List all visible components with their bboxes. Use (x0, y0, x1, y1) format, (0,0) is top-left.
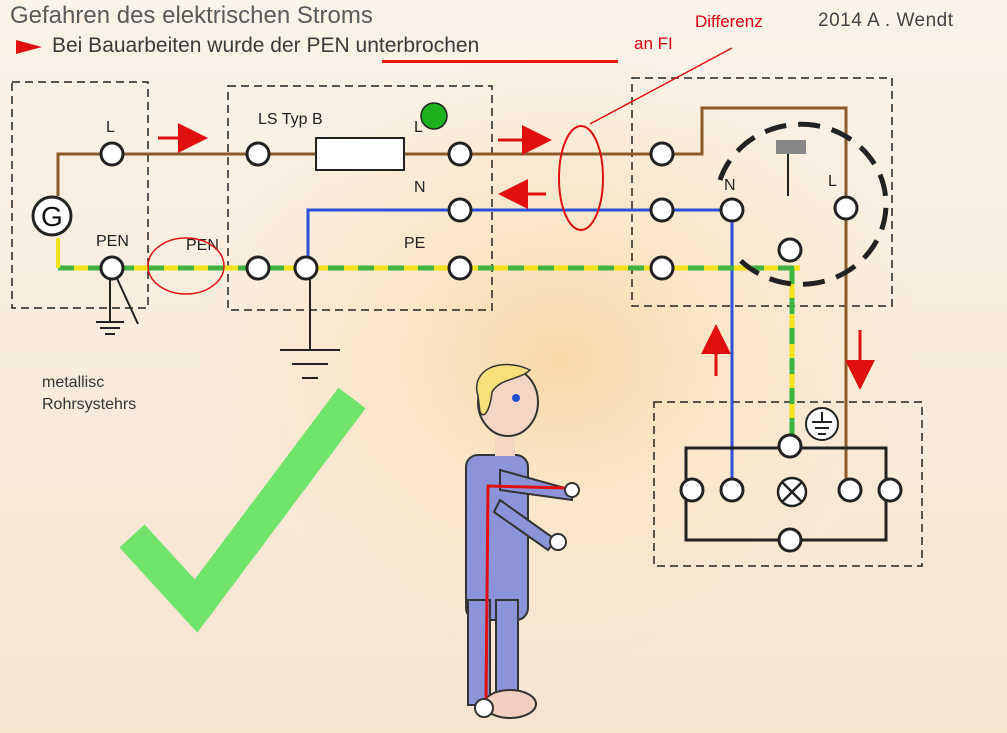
metal-pipe-label: metallisc Rohrsystehrs (42, 372, 136, 416)
person-figure (465, 363, 580, 719)
break-label-pen: PEN (186, 237, 219, 254)
fuse-ls (315, 137, 405, 171)
pen-break-marker (147, 237, 225, 295)
arrow-right-icon (16, 40, 42, 54)
fi-label: an FI (634, 34, 673, 53)
load-label-n: N (724, 177, 736, 194)
dist-label-l: L (414, 119, 423, 136)
neutral-wire (306, 208, 734, 490)
gen-label-l: L (106, 119, 115, 136)
generator-box (11, 81, 149, 309)
subtitle-underline (382, 60, 618, 63)
generator-symbol (31, 195, 73, 237)
ls-label: LS Typ B (258, 111, 323, 128)
checkmark-icon (119, 387, 366, 633)
author-label: 2014 A . Wendt (818, 10, 954, 31)
socket-box (653, 401, 923, 567)
subtitle-prefix: Bei Bauarbeiten wurde der (52, 34, 307, 57)
ground-icon (280, 268, 340, 379)
lamp-icon (776, 476, 808, 508)
metal-line-1: metallisc (42, 374, 105, 391)
dist-label-pe: PE (404, 235, 425, 252)
load-label-l: L (828, 173, 837, 190)
subtitle: Bei Bauarbeiten wurde der PEN unterbroch… (52, 34, 479, 58)
differenz-pointer (589, 47, 733, 125)
load-junction-box (631, 77, 893, 307)
generator-label: G (41, 201, 63, 232)
phase-wire (56, 106, 848, 480)
load-dashed-ring (717, 121, 889, 287)
terminals (99, 141, 903, 553)
distribution-box (227, 85, 493, 311)
differenz-label: Differenz (695, 12, 763, 31)
subtitle-highlight: PEN unterbrochen (306, 34, 480, 57)
load-cap (776, 140, 806, 154)
arrow-right-icon (158, 123, 875, 390)
differenz-marker (558, 125, 604, 231)
status-led (420, 102, 448, 130)
page-title: Gefahren des elektrischen Stroms (10, 2, 373, 29)
metal-line-2: Rohrsystehrs (42, 396, 137, 413)
earth-symbol-icon (805, 407, 839, 441)
dist-label-n: N (414, 179, 426, 196)
gen-label-pen: PEN (96, 233, 129, 250)
